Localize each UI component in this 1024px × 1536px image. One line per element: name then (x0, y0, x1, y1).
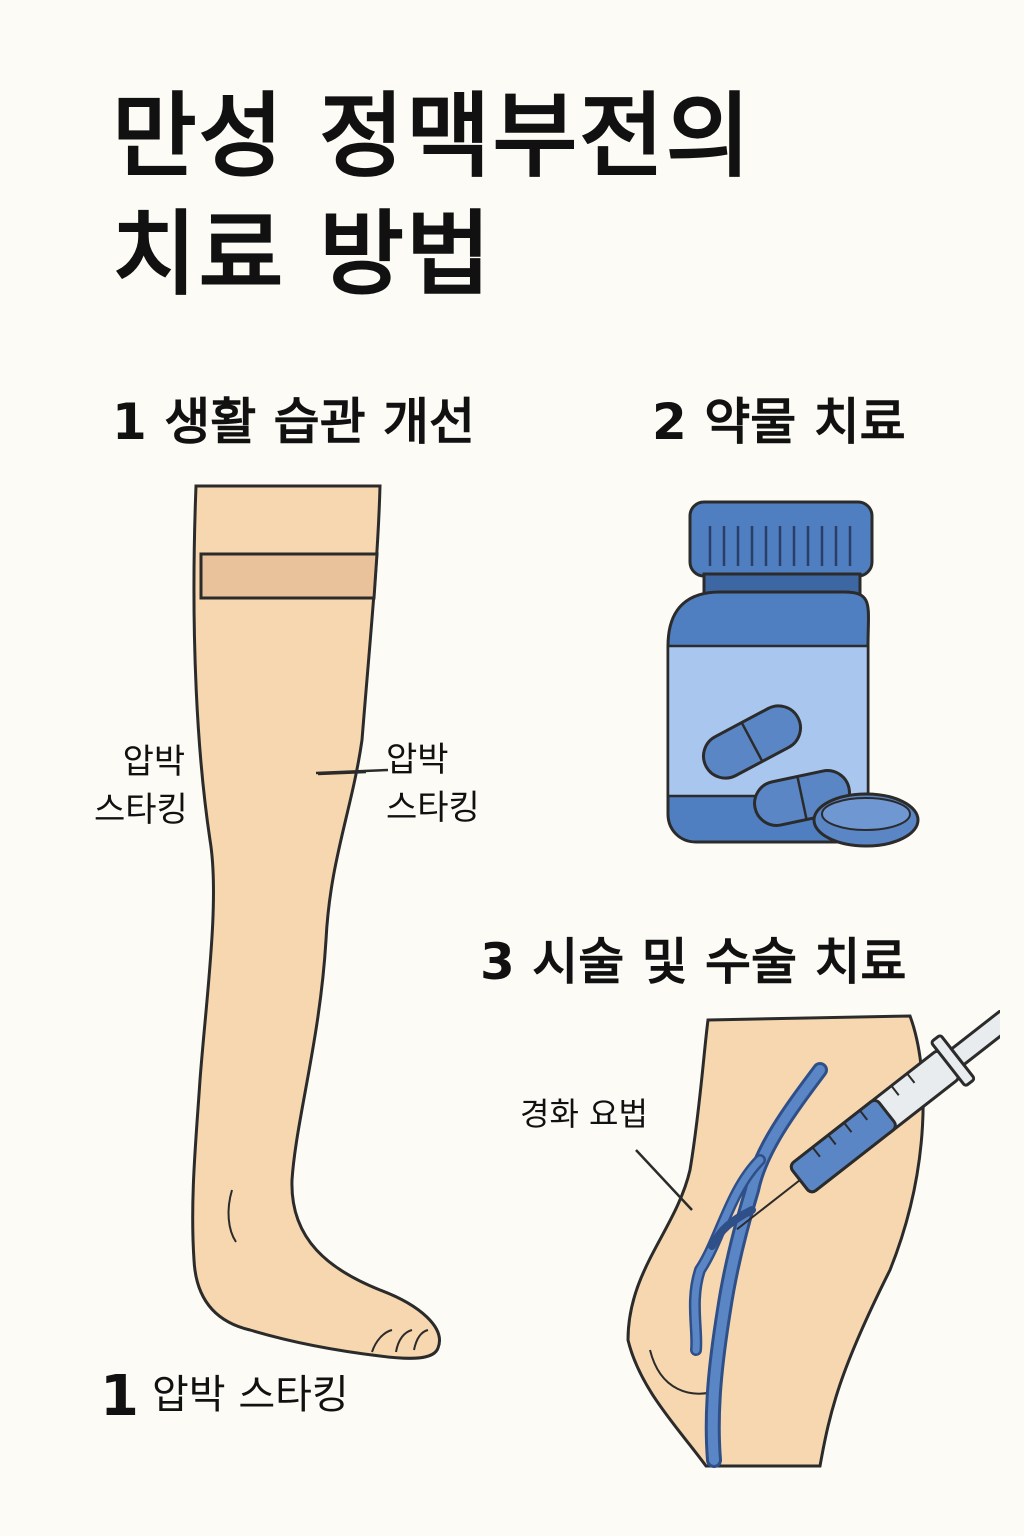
section-heading-procedure: 3 시술 및 수술 치료 (480, 933, 907, 991)
footer-number: 1 (100, 1364, 139, 1429)
leg-segment (626, 1014, 925, 1468)
stocking-band (199, 552, 379, 600)
leg-label-left: 압박 스타킹 (94, 738, 188, 834)
toe-lines (371, 1329, 429, 1353)
leg-label-right-line2: 스타킹 (386, 788, 480, 828)
page-title: 만성 정맥부전의 치료 방법 (112, 78, 753, 314)
leg-label-left-line1: 압박 (122, 742, 186, 782)
title-line-2: 치료 방법 (112, 201, 493, 308)
procedure-label: 경화 요법 (520, 1095, 648, 1133)
footer-text: 압박 스타킹 (152, 1372, 349, 1418)
capsule-icon (702, 704, 802, 780)
leg-illustration (191, 484, 441, 1360)
section-heading-lifestyle: 1 생활 습관 개선 (112, 393, 476, 451)
leg-shape (191, 484, 441, 1360)
leg-label-right: 압박 스타킹 (386, 736, 480, 832)
syringe-icon (736, 1010, 1000, 1231)
title-line-1: 만성 정맥부전의 (112, 83, 753, 190)
leg-label-right-line1: 압박 (386, 740, 449, 780)
ankle-line (227, 1189, 237, 1243)
procedure-illustration (626, 1010, 1000, 1468)
leg-label-left-line2: 스타킹 (94, 790, 188, 830)
loose-pills (753, 769, 920, 848)
section-heading-medication: 2 약물 치료 (652, 393, 906, 451)
leg-label-pointer (316, 768, 389, 775)
procedure-label-pointer (635, 1149, 693, 1211)
